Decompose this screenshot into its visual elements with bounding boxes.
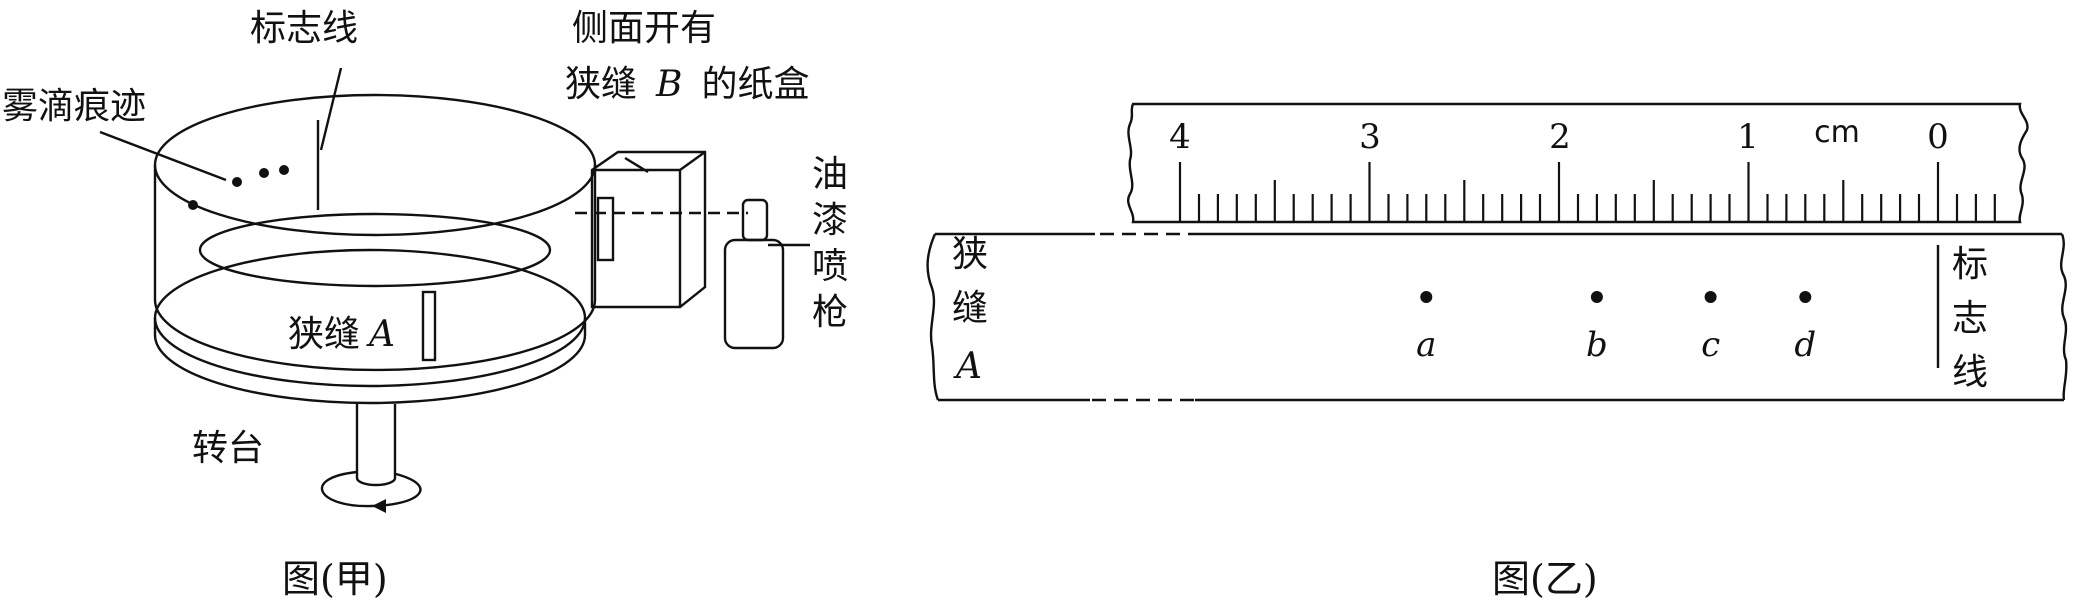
- mist-dot: [188, 200, 198, 210]
- slit-a-label-a: A: [366, 314, 395, 355]
- slit-a-label-pre: 狭缝: [288, 314, 360, 355]
- ruler: [1127, 102, 2029, 224]
- strip-marker-label-1: 标: [1952, 244, 1988, 285]
- trace-dot-label-c: c: [1701, 325, 1720, 365]
- mist-dot: [232, 177, 242, 187]
- caption-yi: 图(乙): [1492, 557, 1598, 601]
- slit-a: [421, 290, 437, 362]
- paper-box-label-post: 的纸盒: [701, 64, 809, 105]
- trace-dots: a b c d: [1416, 291, 1816, 365]
- trace-dot-label-b: b: [1586, 325, 1608, 365]
- mist-traces-label: 雾滴痕迹: [2, 86, 146, 127]
- paper-strip: [926, 232, 2068, 402]
- ruler-number-2: 2: [1549, 117, 1571, 157]
- ruler-number-3: 3: [1359, 117, 1381, 157]
- paper-box-label-b: B: [655, 64, 682, 105]
- spray-gun: [723, 198, 810, 350]
- trace-dot-c: [1704, 291, 1717, 303]
- marker-line-leader: [319, 67, 343, 151]
- ruler-number-4: 4: [1169, 117, 1191, 157]
- trace-dot-a: [1420, 291, 1433, 303]
- trace-dot-b: [1590, 291, 1603, 303]
- mist-dot: [279, 165, 289, 175]
- rotation-arrow-head: [372, 499, 386, 513]
- spray-gun-label-4: 枪: [812, 292, 848, 333]
- slit-a-label: 狭缝 A: [288, 314, 395, 355]
- spray-gun-label-2: 漆: [812, 200, 848, 241]
- figure-jia: 标志线 雾滴痕迹 侧面开有 狭缝 B 的纸盒 油 漆 喷 枪 狭缝 A 转台 图…: [2, 8, 848, 601]
- ruler-number-1: 1: [1737, 117, 1759, 157]
- spray-gun-label-1: 油: [812, 154, 848, 195]
- caption-jia: 图(甲): [282, 557, 388, 601]
- paper-box: [590, 150, 707, 309]
- strip-marker-label-2: 志: [1952, 298, 1988, 339]
- paper-box-label-pre: 狭缝: [565, 64, 637, 105]
- drum: [153, 93, 597, 372]
- strip-slit-label-2: 缝: [952, 288, 988, 329]
- trace-dot-d: [1799, 291, 1812, 303]
- ruler-number-0: 0: [1927, 117, 1949, 157]
- strip-slit-label-1: 狭: [952, 234, 988, 275]
- spray-gun-label-3: 喷: [812, 246, 848, 287]
- mist-dot: [259, 168, 269, 178]
- turntable: [153, 248, 587, 513]
- ruler-unit: cm: [1814, 115, 1860, 150]
- trace-dot-label-d: d: [1794, 325, 1816, 365]
- turntable-label: 转台: [192, 428, 264, 469]
- trace-dot-label-a: a: [1416, 325, 1436, 365]
- mist-leader: [99, 130, 227, 182]
- figure-yi: 4 3 2 1 cm 0 狭 缝 A 标 志 线 a b c d 图(乙): [926, 102, 2068, 601]
- ruler-ticks: [1178, 162, 1996, 222]
- slit-b: [596, 196, 615, 262]
- strip-slit-label-a: A: [953, 346, 982, 387]
- paper-box-label-line2: 狭缝 B 的纸盒: [565, 64, 810, 105]
- marker-line-label: 标志线: [250, 8, 358, 49]
- paper-box-label-line1: 侧面开有: [572, 8, 716, 49]
- strip-marker-label-3: 线: [1952, 352, 1988, 393]
